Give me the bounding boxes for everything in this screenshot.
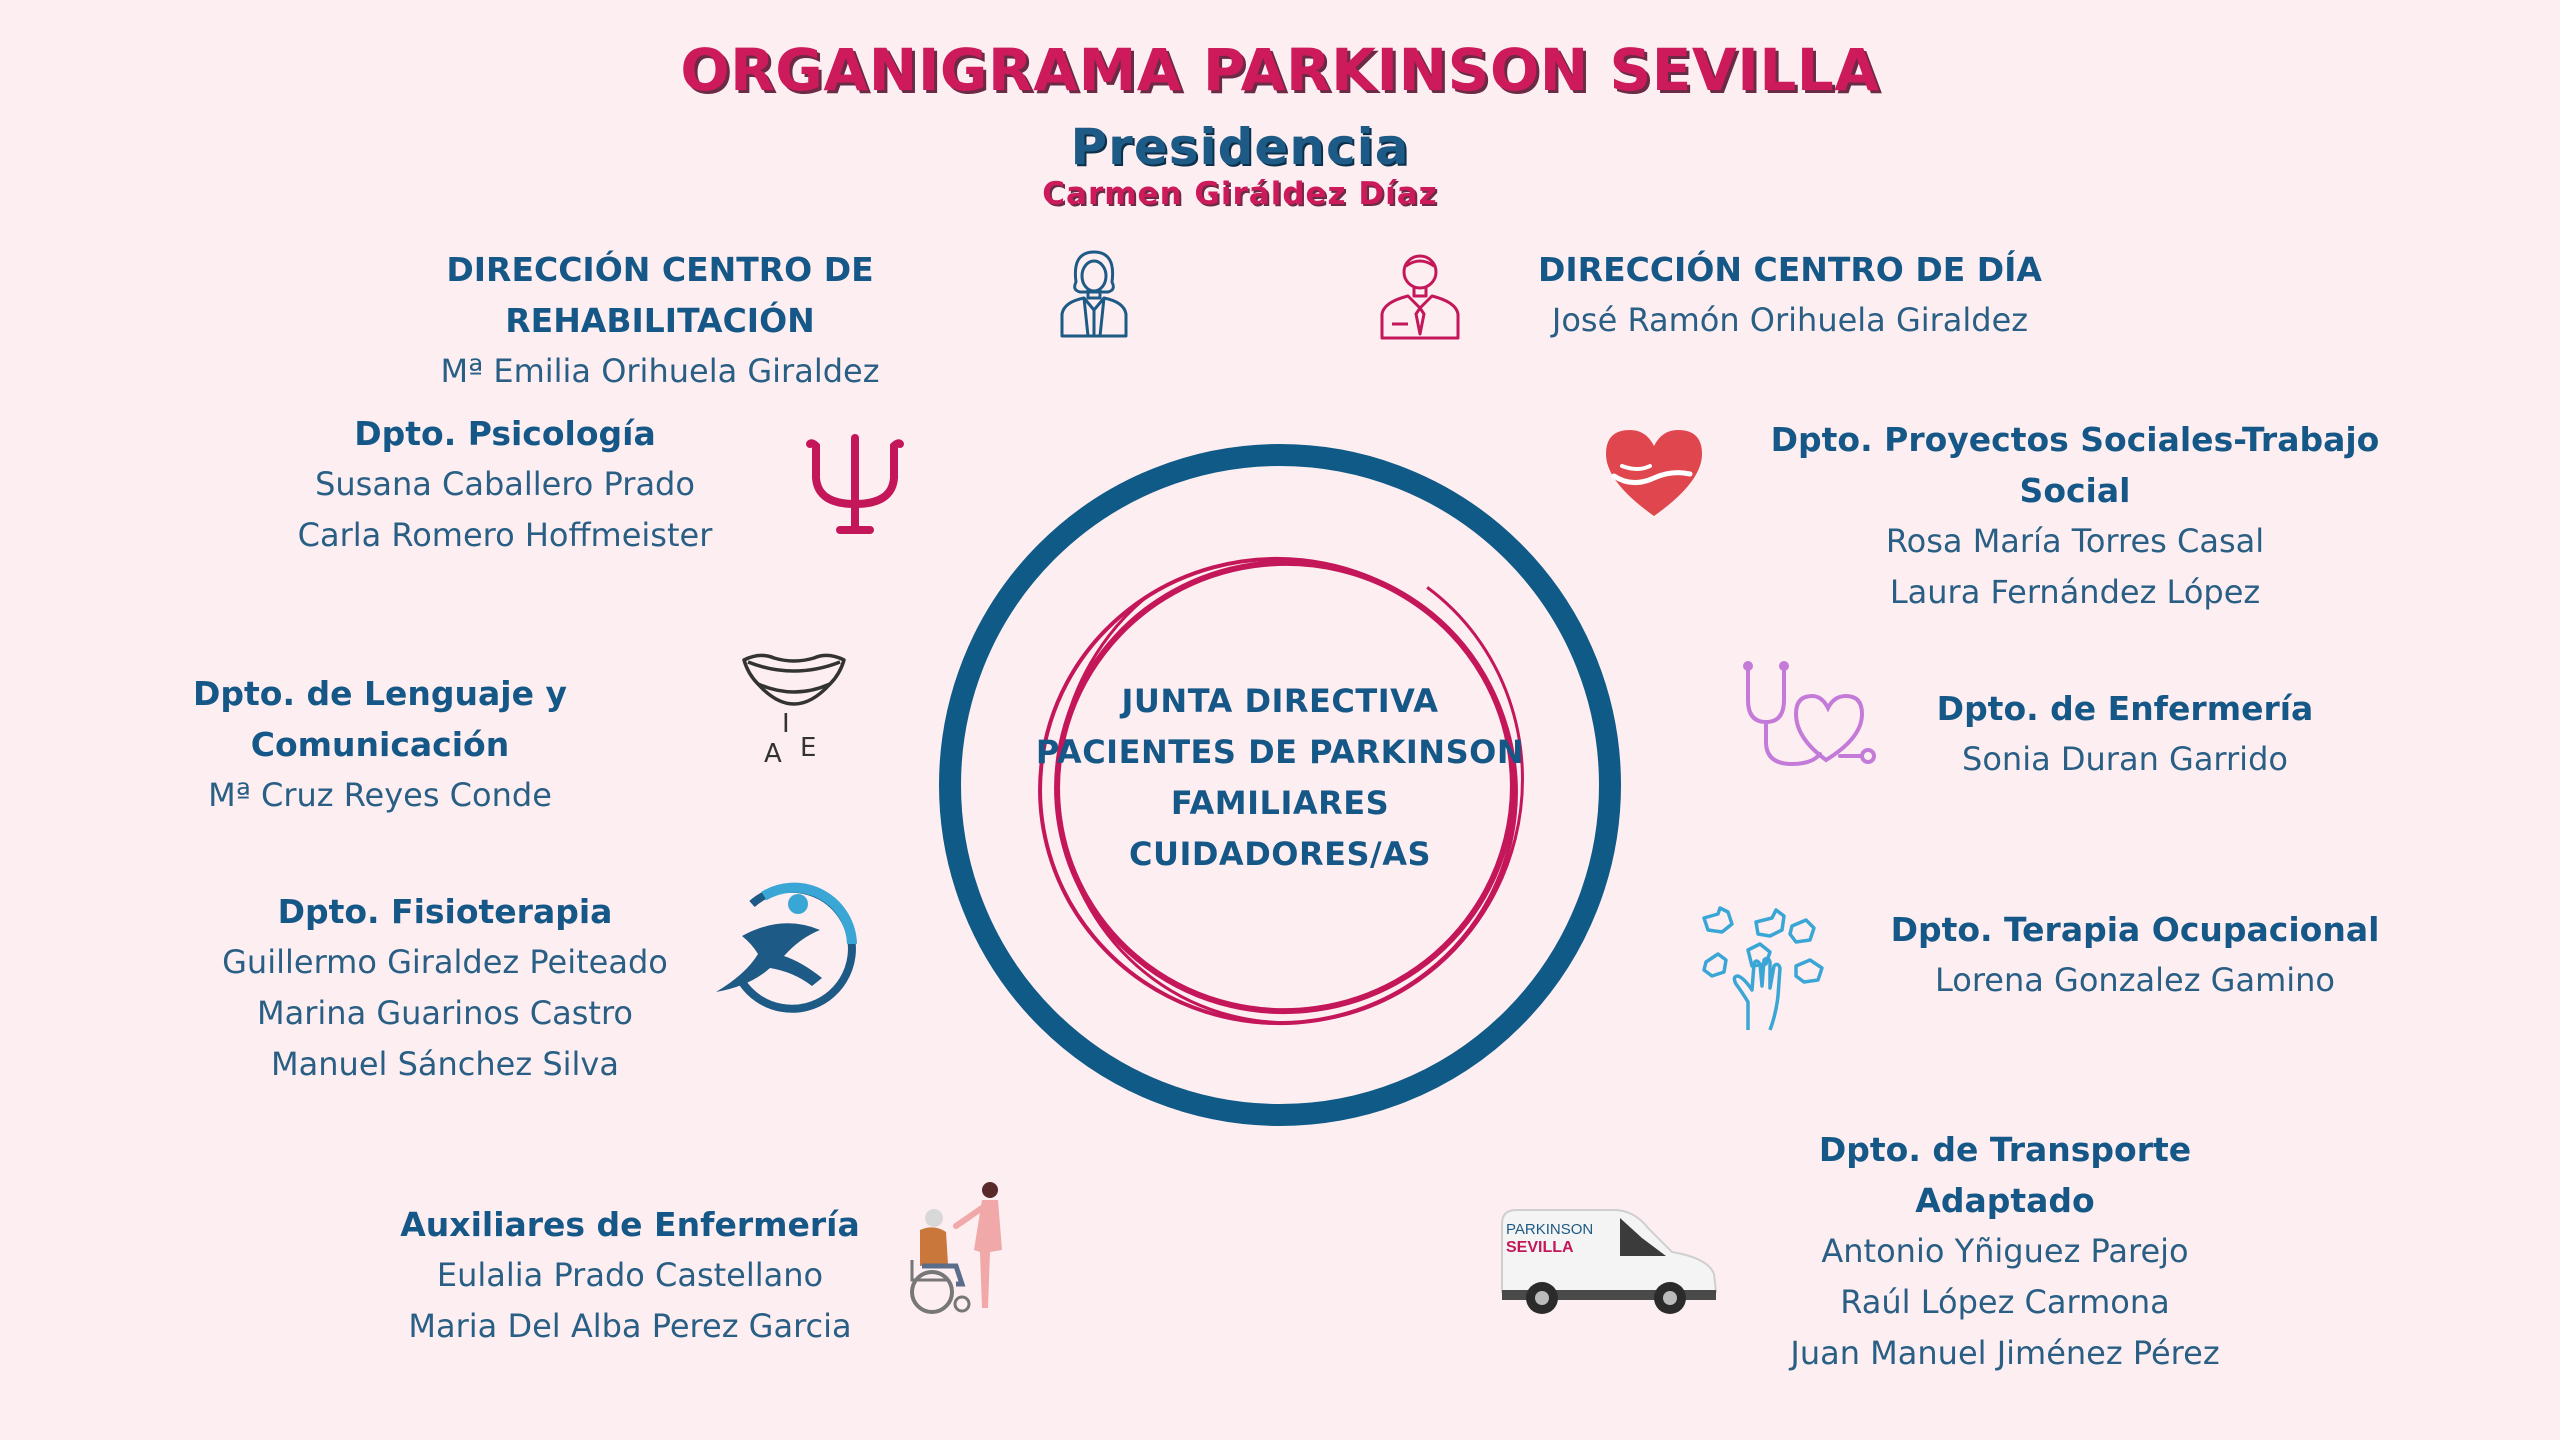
block-auxiliares: Auxiliares de Enfermería Eulalia Prado C… (370, 1199, 890, 1352)
stethoscope-heart-icon (1743, 661, 1876, 767)
block-name: Raúl López Carmona (1840, 1283, 2170, 1321)
block-name: Juan Manuel Jiménez Pérez (1790, 1334, 2220, 1372)
block-heading: Dpto. Fisioterapia (277, 892, 613, 931)
center-line: PACIENTES DE PARKINSON (1035, 733, 1525, 771)
psi-icon (806, 434, 904, 534)
block-dia: DIRECCIÓN CENTRO DE DÍA José Ramón Orihu… (1500, 244, 2080, 346)
block-name: Eulalia Prado Castellano (436, 1256, 824, 1294)
block-name: Mª Cruz Reyes Conde (208, 776, 552, 814)
block-name: Susana Caballero Prado (315, 465, 695, 503)
block-name: Manuel Sánchez Silva (271, 1045, 619, 1083)
vowel-letter: A (764, 739, 782, 769)
inner-ring-3 (1056, 541, 1524, 1025)
van-logo-text: SEVILLA (1506, 1239, 1574, 1256)
page-title: ORGANIGRAMA PARKINSON SEVILLA (680, 36, 1880, 104)
block-name: Sonia Duran Garrido (1962, 740, 2288, 778)
block-transporte: Dpto. de Transporte Adaptado Antonio Yñi… (1740, 1124, 2270, 1379)
nurse-wheelchair-icon (910, 1182, 1002, 1314)
center-text: JUNTA DIRECTIVA PACIENTES DE PARKINSON F… (1030, 676, 1530, 880)
block-heading: Dpto. Proyectos Sociales-Trabajo Social (1770, 420, 2380, 510)
block-heading: Auxiliares de Enfermería (400, 1205, 860, 1244)
block-heading: Dpto. de Transporte Adaptado (1818, 1130, 2192, 1220)
block-name: Marina Guarinos Castro (257, 994, 633, 1032)
block-name: Maria Del Alba Perez Garcia (408, 1307, 852, 1345)
outer-ring (939, 444, 1621, 1126)
block-name: Mª Emilia Orihuela Giraldez (440, 352, 880, 390)
block-enfermeria: Dpto. de Enfermería Sonia Duran Garrido (1900, 683, 2350, 785)
center-rings (939, 444, 1621, 1126)
male-director-icon (1380, 254, 1460, 340)
female-director-icon (1060, 250, 1128, 338)
vowel-letter: E (800, 733, 816, 763)
inner-ring-2 (1038, 556, 1518, 1026)
center-line: CUIDADORES/AS (1128, 835, 1431, 873)
block-name: Laura Fernández López (1889, 573, 2261, 611)
block-name: Carla Romero Hoffmeister (297, 516, 713, 554)
mouth-vowels-icon: I A E (742, 653, 846, 769)
center-line: FAMILIARES (1170, 784, 1390, 822)
block-psicologia: Dpto. Psicología Susana Caballero Prado … (240, 408, 770, 561)
puzzle-hand-icon (1702, 906, 1824, 1031)
center-line: JUNTA DIRECTIVA (1121, 682, 1439, 720)
block-rehab: DIRECCIÓN CENTRO DE REHABILITACIÓN Mª Em… (300, 244, 1020, 397)
van-logo-text: PARKINSON (1506, 1221, 1593, 1238)
block-name: Antonio Yñiguez Parejo (1821, 1232, 2189, 1270)
block-fisio: Dpto. Fisioterapia Guillermo Giraldez Pe… (180, 886, 710, 1090)
block-name: José Ramón Orihuela Giraldez (1551, 301, 2029, 339)
block-name: Guillermo Giraldez Peiteado (222, 943, 668, 981)
block-heading: Dpto. de Lenguaje y Comunicación (193, 674, 567, 764)
van-icon: PARKINSON SEVILLA (1501, 1209, 1718, 1314)
block-heading: Dpto. de Enfermería (1936, 689, 2314, 728)
block-heading: DIRECCIÓN CENTRO DE DÍA (1538, 250, 2042, 289)
block-name: Lorena Gonzalez Gamino (1935, 961, 2335, 999)
block-terapia: Dpto. Terapia Ocupacional Lorena Gonzale… (1880, 904, 2390, 1006)
block-name: Rosa María Torres Casal (1885, 522, 2265, 560)
presidency-heading: Presidencia (1070, 118, 1410, 176)
block-heading: Dpto. Psicología (354, 414, 656, 453)
block-lenguaje: Dpto. de Lenguaje y Comunicación Mª Cruz… (90, 668, 670, 821)
vowel-letter: I (782, 709, 790, 739)
block-heading: Dpto. Terapia Ocupacional (1890, 910, 2380, 949)
heart-hands-icon (1606, 430, 1702, 516)
block-social: Dpto. Proyectos Sociales-Trabajo Social … (1730, 414, 2420, 618)
runner-icon (716, 882, 857, 1013)
block-heading: DIRECCIÓN CENTRO DE REHABILITACIÓN (446, 250, 874, 340)
president-name: Carmen Giráldez Díaz (1042, 176, 1438, 212)
